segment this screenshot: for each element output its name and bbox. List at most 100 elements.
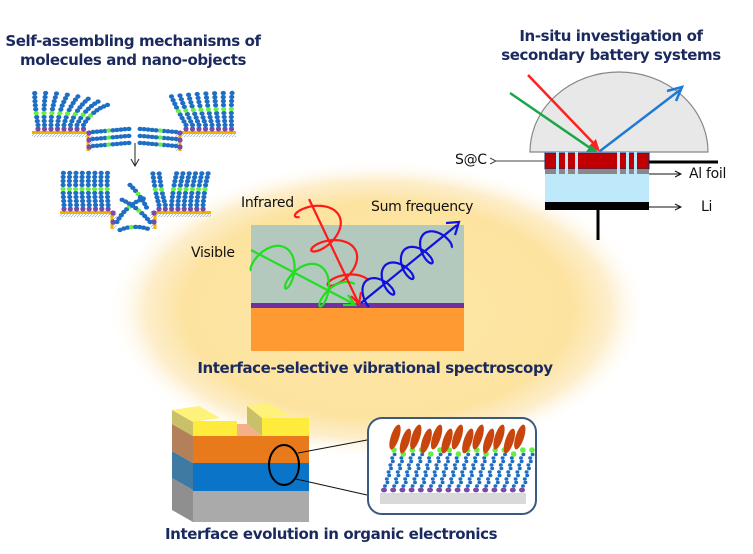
chain-segment bbox=[165, 143, 171, 148]
chain-segment bbox=[192, 171, 199, 176]
chain-segment bbox=[508, 466, 513, 471]
chain-segment bbox=[104, 194, 111, 200]
chain-segment bbox=[452, 463, 457, 467]
head-group bbox=[67, 126, 74, 132]
chain-segment bbox=[73, 186, 79, 192]
head-group bbox=[491, 487, 498, 493]
chain-segment bbox=[422, 480, 427, 485]
chain-segment bbox=[449, 477, 454, 481]
head-group bbox=[175, 206, 181, 212]
chain-segment bbox=[110, 135, 116, 140]
chain-segment bbox=[451, 473, 456, 478]
chain-segment bbox=[443, 463, 448, 467]
chain-segment bbox=[189, 186, 195, 192]
chain-segment bbox=[524, 470, 529, 474]
chain-segment bbox=[425, 463, 430, 467]
semiconductor-side bbox=[172, 424, 193, 463]
self-assembly-title-line1: Self-assembling mechanisms of bbox=[5, 32, 261, 50]
chain-segment bbox=[189, 122, 196, 128]
chain-segment bbox=[85, 96, 91, 102]
substrate-hatch bbox=[155, 214, 211, 217]
head-group bbox=[202, 126, 209, 132]
electrolyte-channel bbox=[617, 152, 620, 178]
chain-segment bbox=[399, 456, 404, 460]
sfg-illustration bbox=[249, 198, 464, 351]
head-group bbox=[61, 126, 67, 132]
chain-segment bbox=[59, 103, 65, 108]
zoom-line-top bbox=[297, 439, 368, 454]
rod-molecule bbox=[482, 428, 495, 454]
self-assembly-illustration bbox=[32, 90, 236, 233]
rod-molecule bbox=[462, 428, 474, 454]
chain-segment bbox=[150, 171, 156, 176]
chain-segment bbox=[468, 480, 473, 485]
chain-segment bbox=[133, 224, 139, 230]
chain-segment bbox=[92, 178, 98, 184]
chain-segment bbox=[66, 190, 73, 196]
chain-segment bbox=[177, 112, 183, 117]
chain-segment bbox=[398, 466, 403, 471]
gold-substrate bbox=[155, 211, 211, 214]
chain-segment bbox=[83, 119, 89, 124]
chain-segment bbox=[80, 198, 86, 204]
chain-segment bbox=[189, 190, 195, 196]
chain-segment bbox=[79, 178, 85, 184]
battery-title: In-situ investigation of secondary batte… bbox=[480, 27, 742, 65]
chain-segment bbox=[73, 170, 79, 176]
chain-segment bbox=[480, 463, 485, 467]
chain-segment bbox=[177, 183, 183, 188]
chain-segment bbox=[193, 115, 199, 120]
chain-segment bbox=[142, 201, 148, 207]
chain-segment bbox=[61, 202, 67, 208]
chain-segment bbox=[73, 190, 79, 196]
chain-segment bbox=[521, 452, 526, 457]
chain-segment bbox=[198, 107, 204, 112]
chain-segment bbox=[221, 114, 227, 120]
chain-segment bbox=[515, 470, 520, 474]
chain-segment bbox=[170, 98, 176, 103]
head-group bbox=[41, 126, 48, 132]
chain-segment bbox=[519, 459, 524, 464]
chain-segment bbox=[94, 129, 100, 134]
li-label: Li bbox=[701, 199, 713, 215]
chain-segment bbox=[467, 477, 472, 481]
chain-segment bbox=[473, 456, 477, 460]
chain-segment bbox=[98, 174, 104, 180]
chain-segment bbox=[41, 110, 47, 116]
chain-segment bbox=[86, 170, 92, 176]
chain-segment bbox=[137, 133, 143, 139]
head-group bbox=[156, 206, 162, 212]
chain-segment bbox=[184, 183, 190, 188]
chain-segment bbox=[137, 126, 143, 132]
chain-segment bbox=[90, 129, 96, 135]
chain-segment bbox=[98, 170, 104, 176]
chain-segment bbox=[162, 202, 168, 208]
chain-segment bbox=[154, 195, 160, 200]
chain-segment bbox=[183, 108, 189, 113]
infrared-arrowhead bbox=[350, 291, 363, 307]
substrate-hatch bbox=[180, 134, 236, 137]
chain-segment bbox=[172, 179, 178, 184]
chain-segment bbox=[152, 183, 158, 188]
step-hatch bbox=[150, 211, 154, 229]
chain-segment bbox=[99, 202, 105, 208]
al-foil-layer bbox=[545, 169, 649, 174]
chain-segment bbox=[102, 135, 108, 141]
tail-group bbox=[529, 447, 535, 453]
chain-segment bbox=[410, 484, 415, 488]
chain-segment bbox=[61, 99, 67, 105]
chain-segment bbox=[435, 466, 439, 471]
chain-segment bbox=[205, 107, 212, 112]
chain-segment bbox=[201, 194, 207, 200]
chain-segment bbox=[104, 190, 110, 196]
chain-segment bbox=[79, 102, 85, 107]
chain-segment bbox=[178, 97, 184, 102]
chain-segment bbox=[105, 198, 111, 204]
chain-segment bbox=[194, 91, 200, 97]
chain-segment bbox=[79, 174, 85, 180]
chain-segment bbox=[86, 194, 92, 200]
chain-segment bbox=[98, 194, 104, 200]
chain-segment bbox=[32, 95, 38, 100]
chain-segment bbox=[153, 128, 159, 133]
head-group bbox=[74, 206, 80, 212]
